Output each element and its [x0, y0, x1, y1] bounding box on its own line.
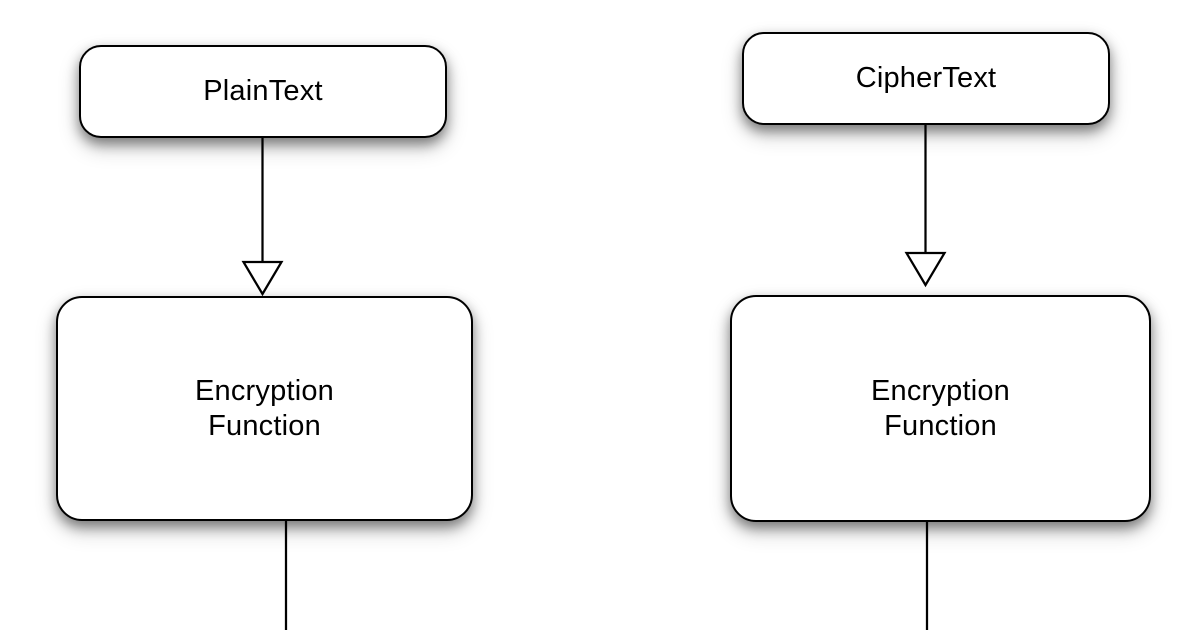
node-plaintext-label: PlainText: [203, 75, 323, 107]
node-encryption-function-right: Encryption Function: [730, 295, 1151, 522]
node-ciphertext-label: CipherText: [855, 62, 997, 94]
node-encryption-function-left: Encryption Function: [56, 296, 473, 521]
node-ciphertext: CipherText: [742, 32, 1110, 125]
arrowhead-down-icon: [904, 251, 947, 288]
arrowhead-down-icon: [241, 260, 284, 297]
node-encryption-function-left-label: Encryption Function: [194, 374, 334, 442]
node-plaintext: PlainText: [79, 45, 447, 138]
node-encryption-function-right-label: Encryption Function: [870, 374, 1010, 442]
